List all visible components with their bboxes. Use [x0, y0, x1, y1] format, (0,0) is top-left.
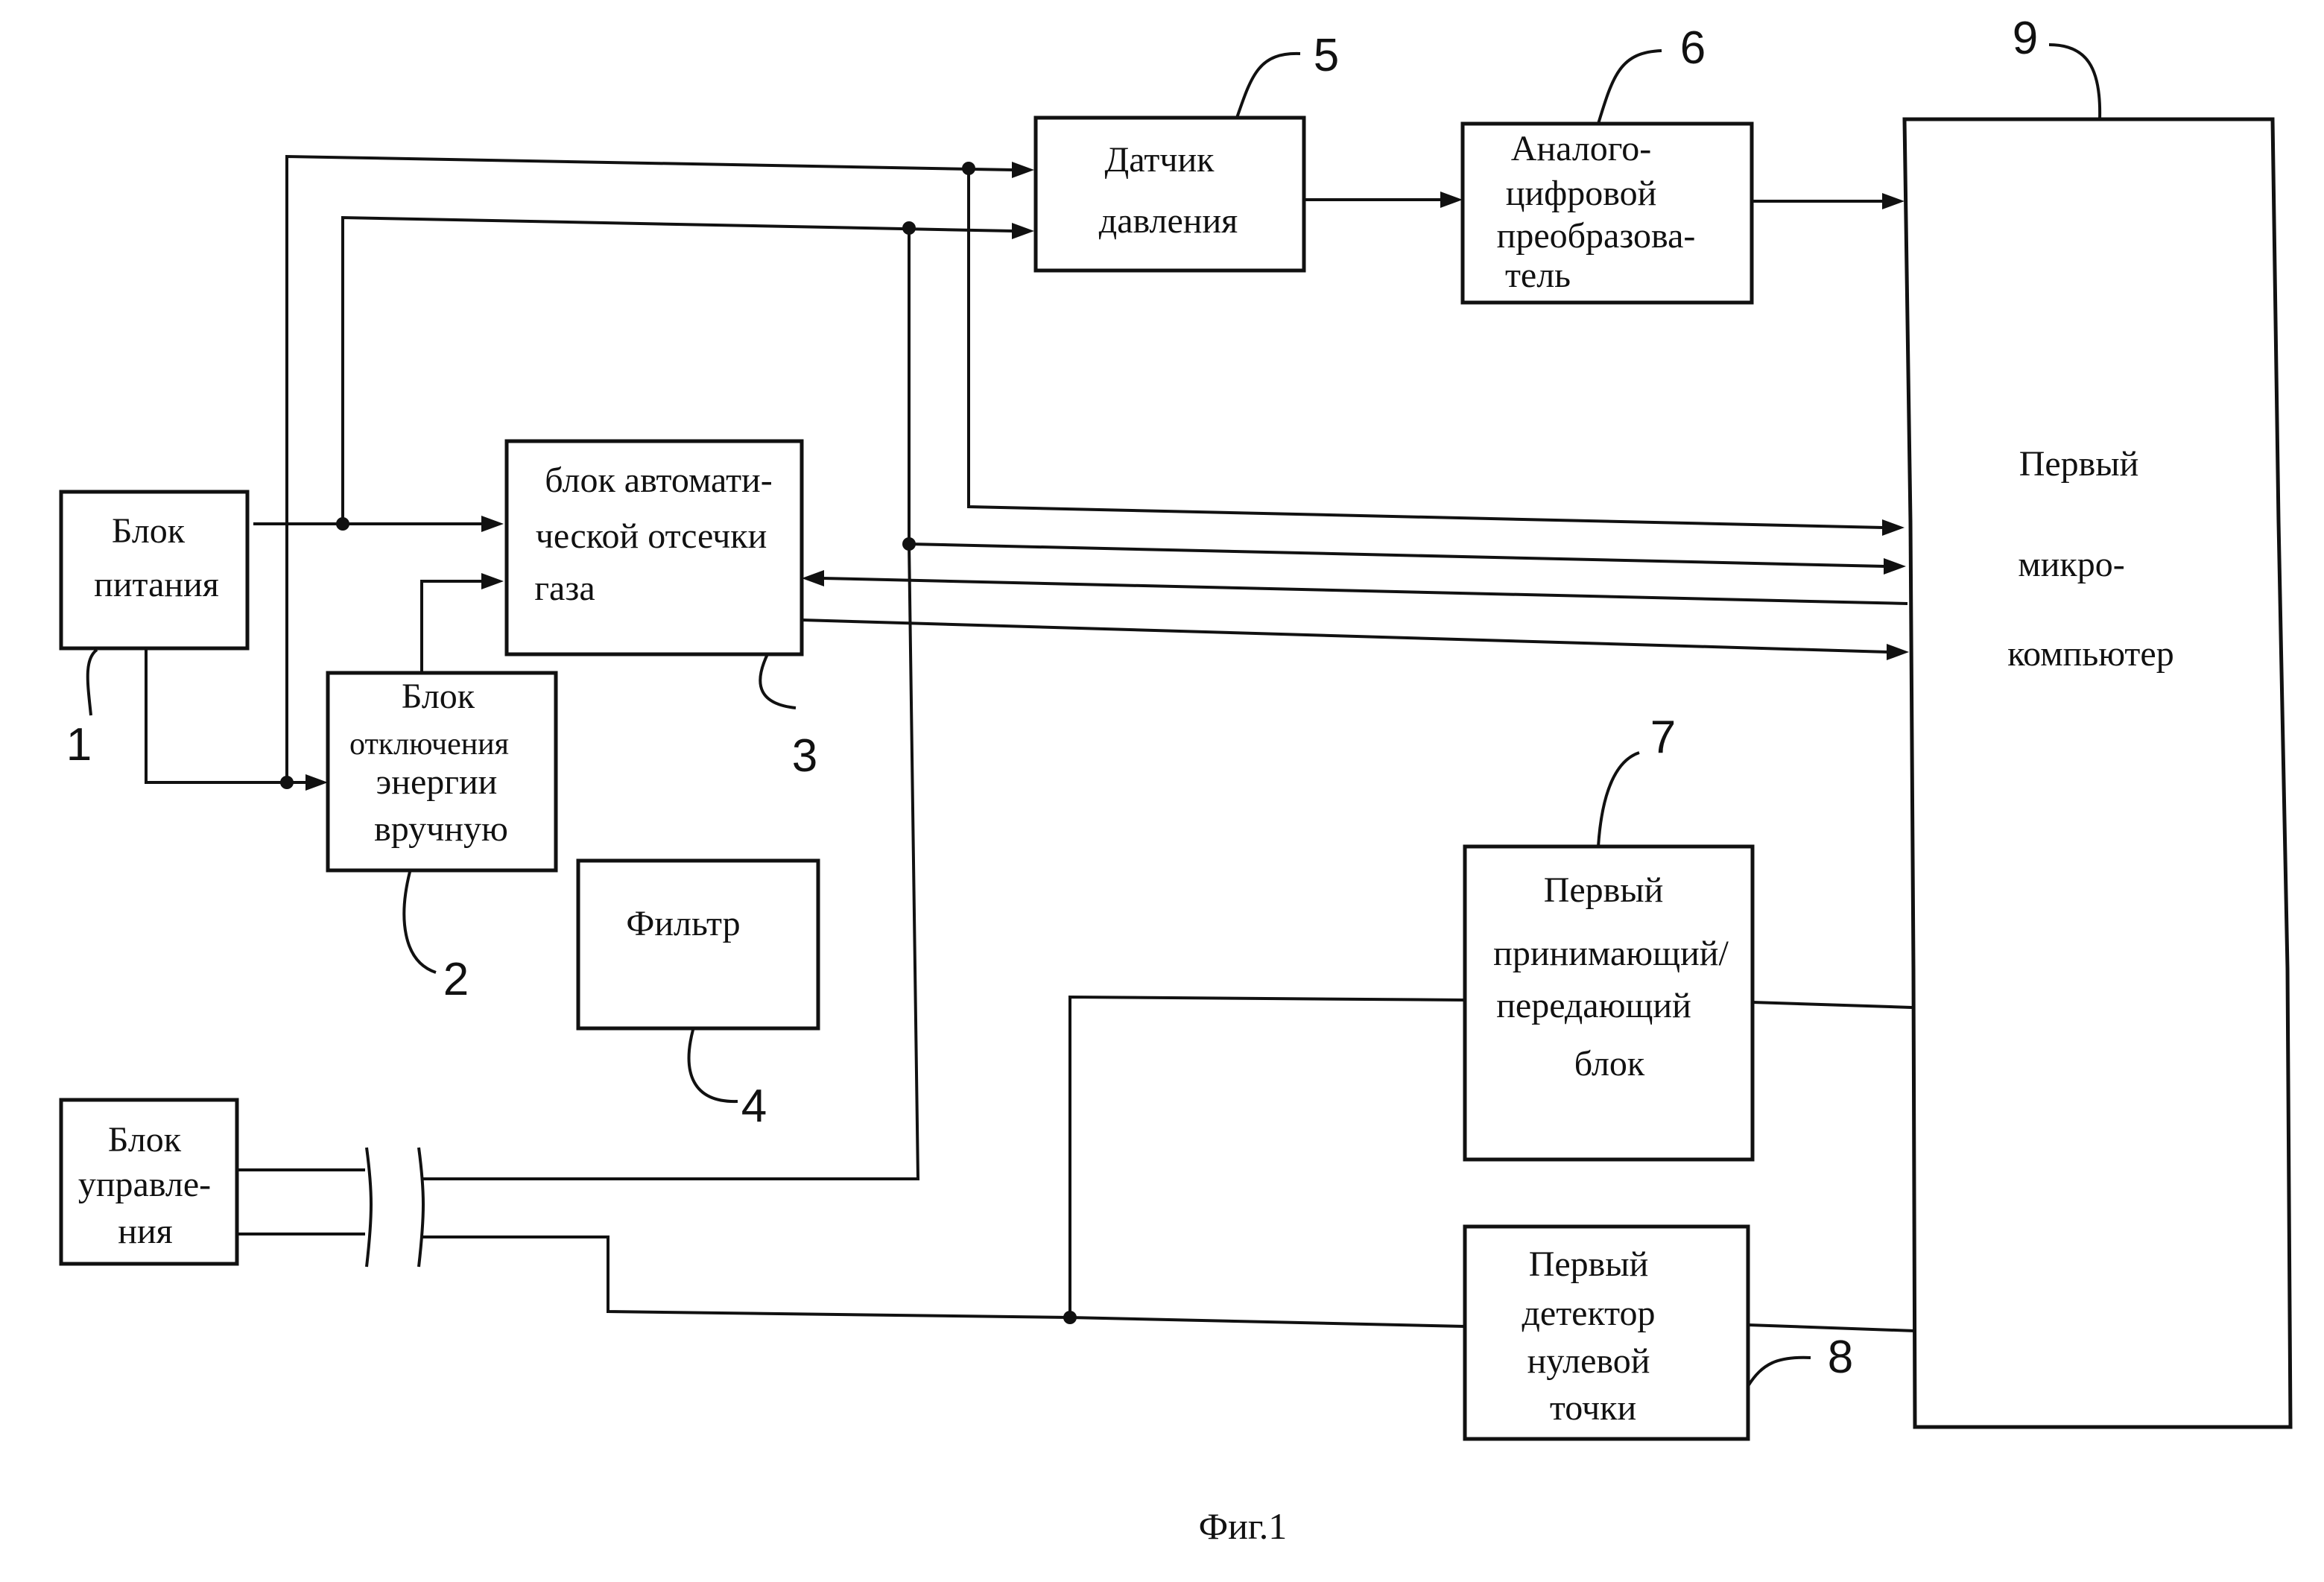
junction-dot [1063, 1311, 1077, 1324]
ref-2: 2 [404, 872, 469, 1005]
auto-cutoff-label: блок автомати- ческой отсечки газа [534, 461, 781, 608]
junction-dot [902, 221, 916, 235]
ref-8: 8 [1748, 1332, 1853, 1386]
wire-transceiver-to-mc [1753, 1002, 1912, 1007]
svg-text:7: 7 [1650, 712, 1676, 763]
ref-7: 7 [1598, 712, 1676, 847]
break-mark-2 [419, 1148, 423, 1267]
wire-to-transceiver [1070, 997, 1465, 1317]
transceiver-label: Первый принимающий/ передающий блок [1493, 870, 1738, 1083]
microcomputer-block [1905, 119, 2290, 1427]
wire-control-lower-b [422, 1237, 1465, 1326]
junction-dot [902, 537, 916, 551]
adc-label: Аналого- цифровой преобразова- тель [1497, 129, 1705, 295]
filter-block [578, 861, 818, 1028]
junction-dot [962, 162, 975, 175]
svg-text:8: 8 [1828, 1332, 1853, 1383]
ref-3: 3 [760, 654, 817, 782]
svg-text:4: 4 [741, 1080, 767, 1132]
filter-label: Фильтр [626, 904, 740, 943]
power-supply-label: Блок питания [94, 511, 219, 604]
ref-9: 9 [2013, 13, 2100, 119]
manual-off-label: Блок отключения энергии вручную [349, 677, 518, 849]
figure-caption: Фиг.1 [1199, 1505, 1288, 1547]
svg-text:6: 6 [1680, 22, 1706, 74]
ref-5: 5 [1237, 30, 1339, 118]
pressure-sensor-label: Датчик давления [1099, 140, 1238, 241]
svg-text:3: 3 [792, 730, 817, 782]
wire-mc-to-cutoff [823, 578, 1907, 604]
junction-dot [336, 517, 349, 531]
svg-text:5: 5 [1314, 30, 1339, 81]
wire-zero-to-mc [1748, 1325, 1915, 1331]
ref-4: 4 [689, 1030, 767, 1132]
wire-cutoff-to-mc [802, 620, 1888, 652]
svg-text:2: 2 [443, 954, 469, 1005]
junction-dot [280, 776, 294, 789]
control-block-label: Блок управле- ния [78, 1120, 220, 1251]
break-mark-1 [367, 1148, 371, 1267]
zero-detector-label: Первый детектор нулевой точки [1522, 1244, 1664, 1428]
svg-text:1: 1 [66, 719, 92, 771]
microcomputer-label: Первый микро- компьютер [2007, 444, 2173, 674]
wire-manual-to-cutoff [422, 581, 483, 673]
ref-6: 6 [1598, 22, 1706, 124]
ref-1: 1 [66, 650, 97, 771]
svg-text:9: 9 [2013, 13, 2038, 64]
